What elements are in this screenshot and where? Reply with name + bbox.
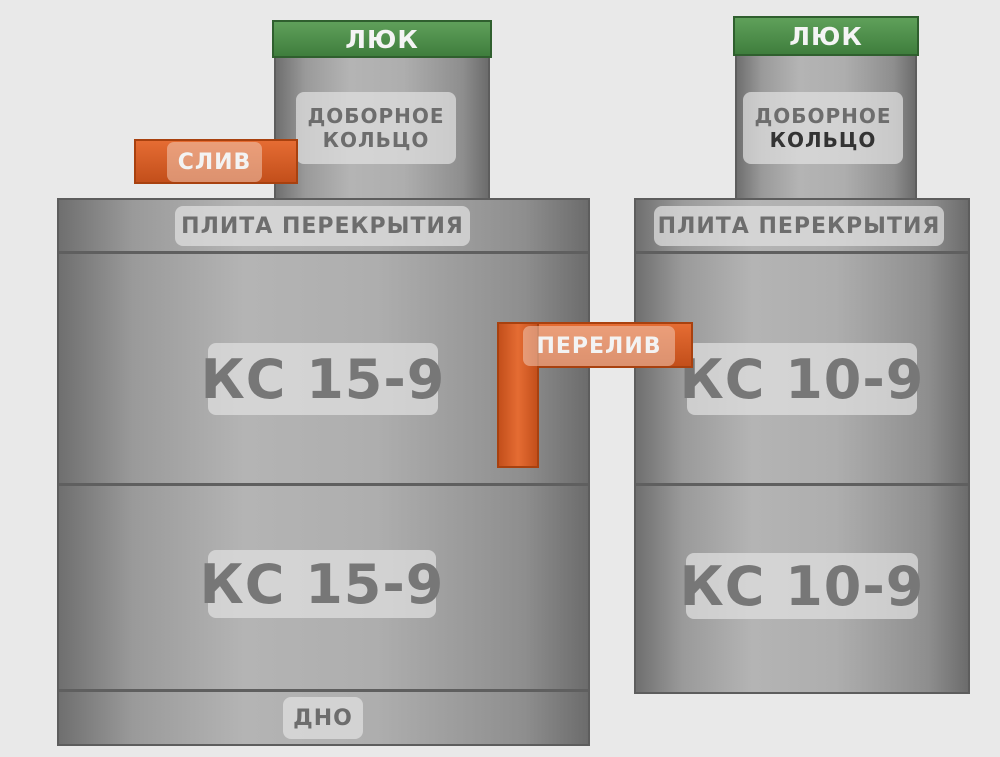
right-extension-ring-label: ДОБОРНОЕ КОЛЬЦО <box>743 92 903 164</box>
right-ring-seam <box>636 483 968 486</box>
left-ring-seam <box>59 483 588 486</box>
right-ring-bottom-label: КС 10-9 <box>679 553 925 619</box>
left-slab-label: ПЛИТА ПЕРЕКРЫТИЯ <box>175 206 470 246</box>
right-slab-label: ПЛИТА ПЕРЕКРЫТИЯ <box>654 206 944 246</box>
left-ring-bottom-label: КС 15-9 <box>200 550 443 618</box>
right-extension-ring-line2: КОЛЬЦО <box>769 128 877 152</box>
drain-label: СЛИВ <box>167 142 262 182</box>
right-well-body <box>634 198 970 694</box>
left-extension-ring-line1: ДОБОРНОЕ <box>307 104 445 128</box>
right-slab-seam <box>636 251 968 254</box>
overflow-label: ПЕРЕЛИВ <box>523 326 675 366</box>
right-ring-top-label: КС 10-9 <box>680 343 923 415</box>
right-hatch: ЛЮК <box>733 16 919 56</box>
right-extension-ring-line1: ДОБОРНОЕ <box>754 104 892 128</box>
left-well-body <box>57 198 590 746</box>
left-extension-ring-line2: КОЛЬЦО <box>322 128 430 152</box>
left-bottom-label: ДНО <box>283 697 363 739</box>
left-hatch: ЛЮК <box>272 20 492 58</box>
left-extension-ring-label: ДОБОРНОЕ КОЛЬЦО <box>296 92 456 164</box>
left-bottom-seam <box>59 689 588 692</box>
left-ring-top-label: КС 15-9 <box>201 343 444 415</box>
left-slab-seam <box>59 251 588 254</box>
